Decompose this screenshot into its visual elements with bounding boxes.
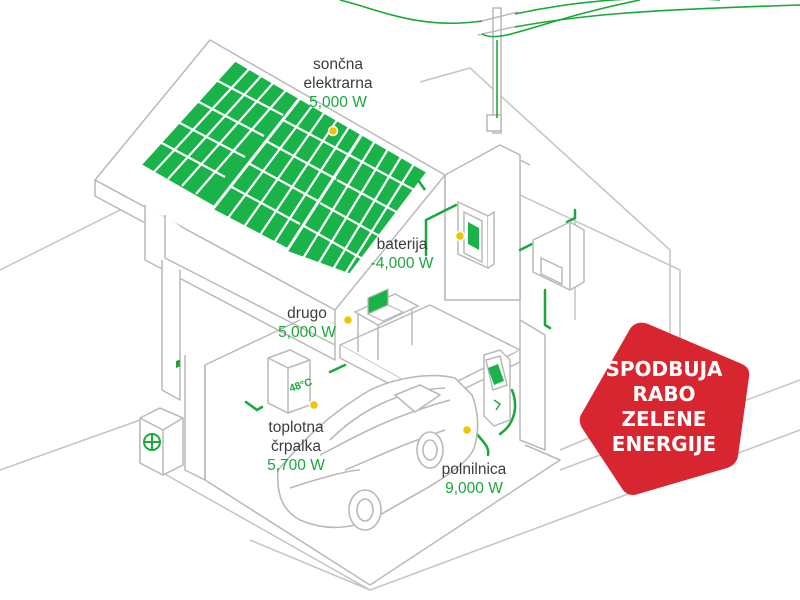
car — [276, 374, 479, 531]
solar-marker — [327, 125, 339, 137]
label-charger-name: polnilnica — [441, 461, 507, 478]
solar-grid — [153, 67, 419, 275]
label-heat-pump-value: 5,700 W — [267, 457, 325, 474]
badge-line-2: RABO — [632, 382, 696, 406]
label-charger-value: 9,000 W — [445, 480, 503, 497]
heat-pump-unit — [267, 349, 311, 414]
label-charger: polnilnica 9,000 W — [432, 460, 516, 498]
battery-marker — [454, 230, 466, 242]
label-battery: baterija -4,000 W — [364, 235, 440, 273]
promo-badge-text: SPODBUJA RABO ZELENE ENERGIJE — [578, 357, 750, 457]
label-solar: sončna elektrarna 5,000 W — [298, 55, 378, 112]
label-solar-value: 5,000 W — [309, 94, 367, 111]
label-heat-pump-name-2: črpalka — [271, 438, 321, 455]
badge-line-4: ENERGIJE — [611, 432, 717, 456]
label-battery-value: -4,000 W — [370, 255, 434, 272]
label-heat-pump-name-1: toplotna — [268, 419, 324, 436]
label-other-value: 5,000 W — [278, 324, 336, 341]
power-lines — [339, 0, 800, 118]
utility-pole — [477, 7, 519, 134]
label-markers — [308, 125, 473, 436]
fan-icon — [143, 433, 161, 451]
label-heat-pump: toplotna črpalka 5,700 W — [258, 418, 334, 475]
badge-line-3: ZELENE — [621, 407, 707, 431]
label-solar-name-2: elektrarna — [303, 75, 373, 92]
outdoor-unit-icon — [176, 359, 180, 368]
label-battery-name: baterija — [376, 236, 428, 253]
badge-line-1: SPODBUJA — [605, 357, 723, 381]
promo-badge — [579, 322, 750, 495]
meter-box — [532, 221, 585, 291]
label-other: drugo 5,000 W — [270, 304, 344, 342]
charger-marker — [461, 424, 473, 436]
label-other-name: drugo — [287, 305, 327, 322]
laptop — [366, 288, 405, 322]
label-solar-name-1: sončna — [313, 56, 363, 73]
heat-pump-marker — [308, 399, 320, 411]
battery-unit — [457, 200, 495, 270]
charging-station — [483, 349, 511, 427]
green-cables — [244, 203, 577, 457]
other-marker — [342, 314, 354, 326]
solar-connector — [416, 179, 427, 191]
